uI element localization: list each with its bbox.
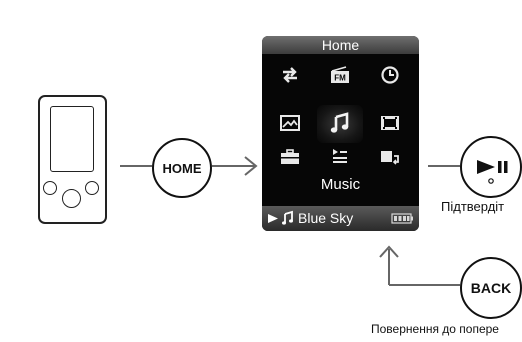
selection-highlight xyxy=(317,105,363,143)
home-button[interactable]: HOME xyxy=(152,138,212,198)
play-icon xyxy=(267,206,279,231)
repeat-icon[interactable] xyxy=(276,62,304,88)
status-bar: Blue Sky xyxy=(262,206,419,231)
playlist-icon[interactable] xyxy=(326,144,354,170)
playback-return-icon[interactable] xyxy=(376,144,404,170)
back-button-label: BACK xyxy=(470,280,512,296)
film-icon[interactable] xyxy=(376,110,404,136)
now-playing-title: Blue Sky xyxy=(298,210,354,226)
back-button[interactable]: BACK xyxy=(460,257,522,319)
back-caption: Повернення до попере xyxy=(371,322,499,336)
play-pause-icon xyxy=(477,160,508,184)
briefcase-icon[interactable] xyxy=(276,144,304,170)
device-center-button xyxy=(62,189,81,208)
clock-icon[interactable] xyxy=(376,62,404,88)
play-pause-button[interactable] xyxy=(460,136,522,198)
right-arrow xyxy=(212,156,258,176)
music-note-icon[interactable] xyxy=(326,110,354,136)
player-screen: Home FM xyxy=(262,36,419,231)
connector-line xyxy=(120,165,152,167)
selected-item-label: Music xyxy=(320,176,361,193)
device-left-button xyxy=(43,181,57,195)
device-right-button xyxy=(85,181,99,195)
track-note-icon xyxy=(282,206,294,231)
fm-radio-icon[interactable]: FM xyxy=(326,62,354,88)
walkman-device xyxy=(38,95,107,224)
battery-icon xyxy=(391,206,415,231)
device-screen xyxy=(50,106,94,172)
screen-title: Home xyxy=(262,36,419,54)
connector-line xyxy=(428,165,460,167)
up-arrow xyxy=(379,245,460,286)
photo-icon[interactable] xyxy=(276,110,304,136)
home-button-label: HOME xyxy=(162,160,202,176)
svg-text:FM: FM xyxy=(334,74,346,83)
confirm-caption: Підтвердіт xyxy=(441,199,505,214)
